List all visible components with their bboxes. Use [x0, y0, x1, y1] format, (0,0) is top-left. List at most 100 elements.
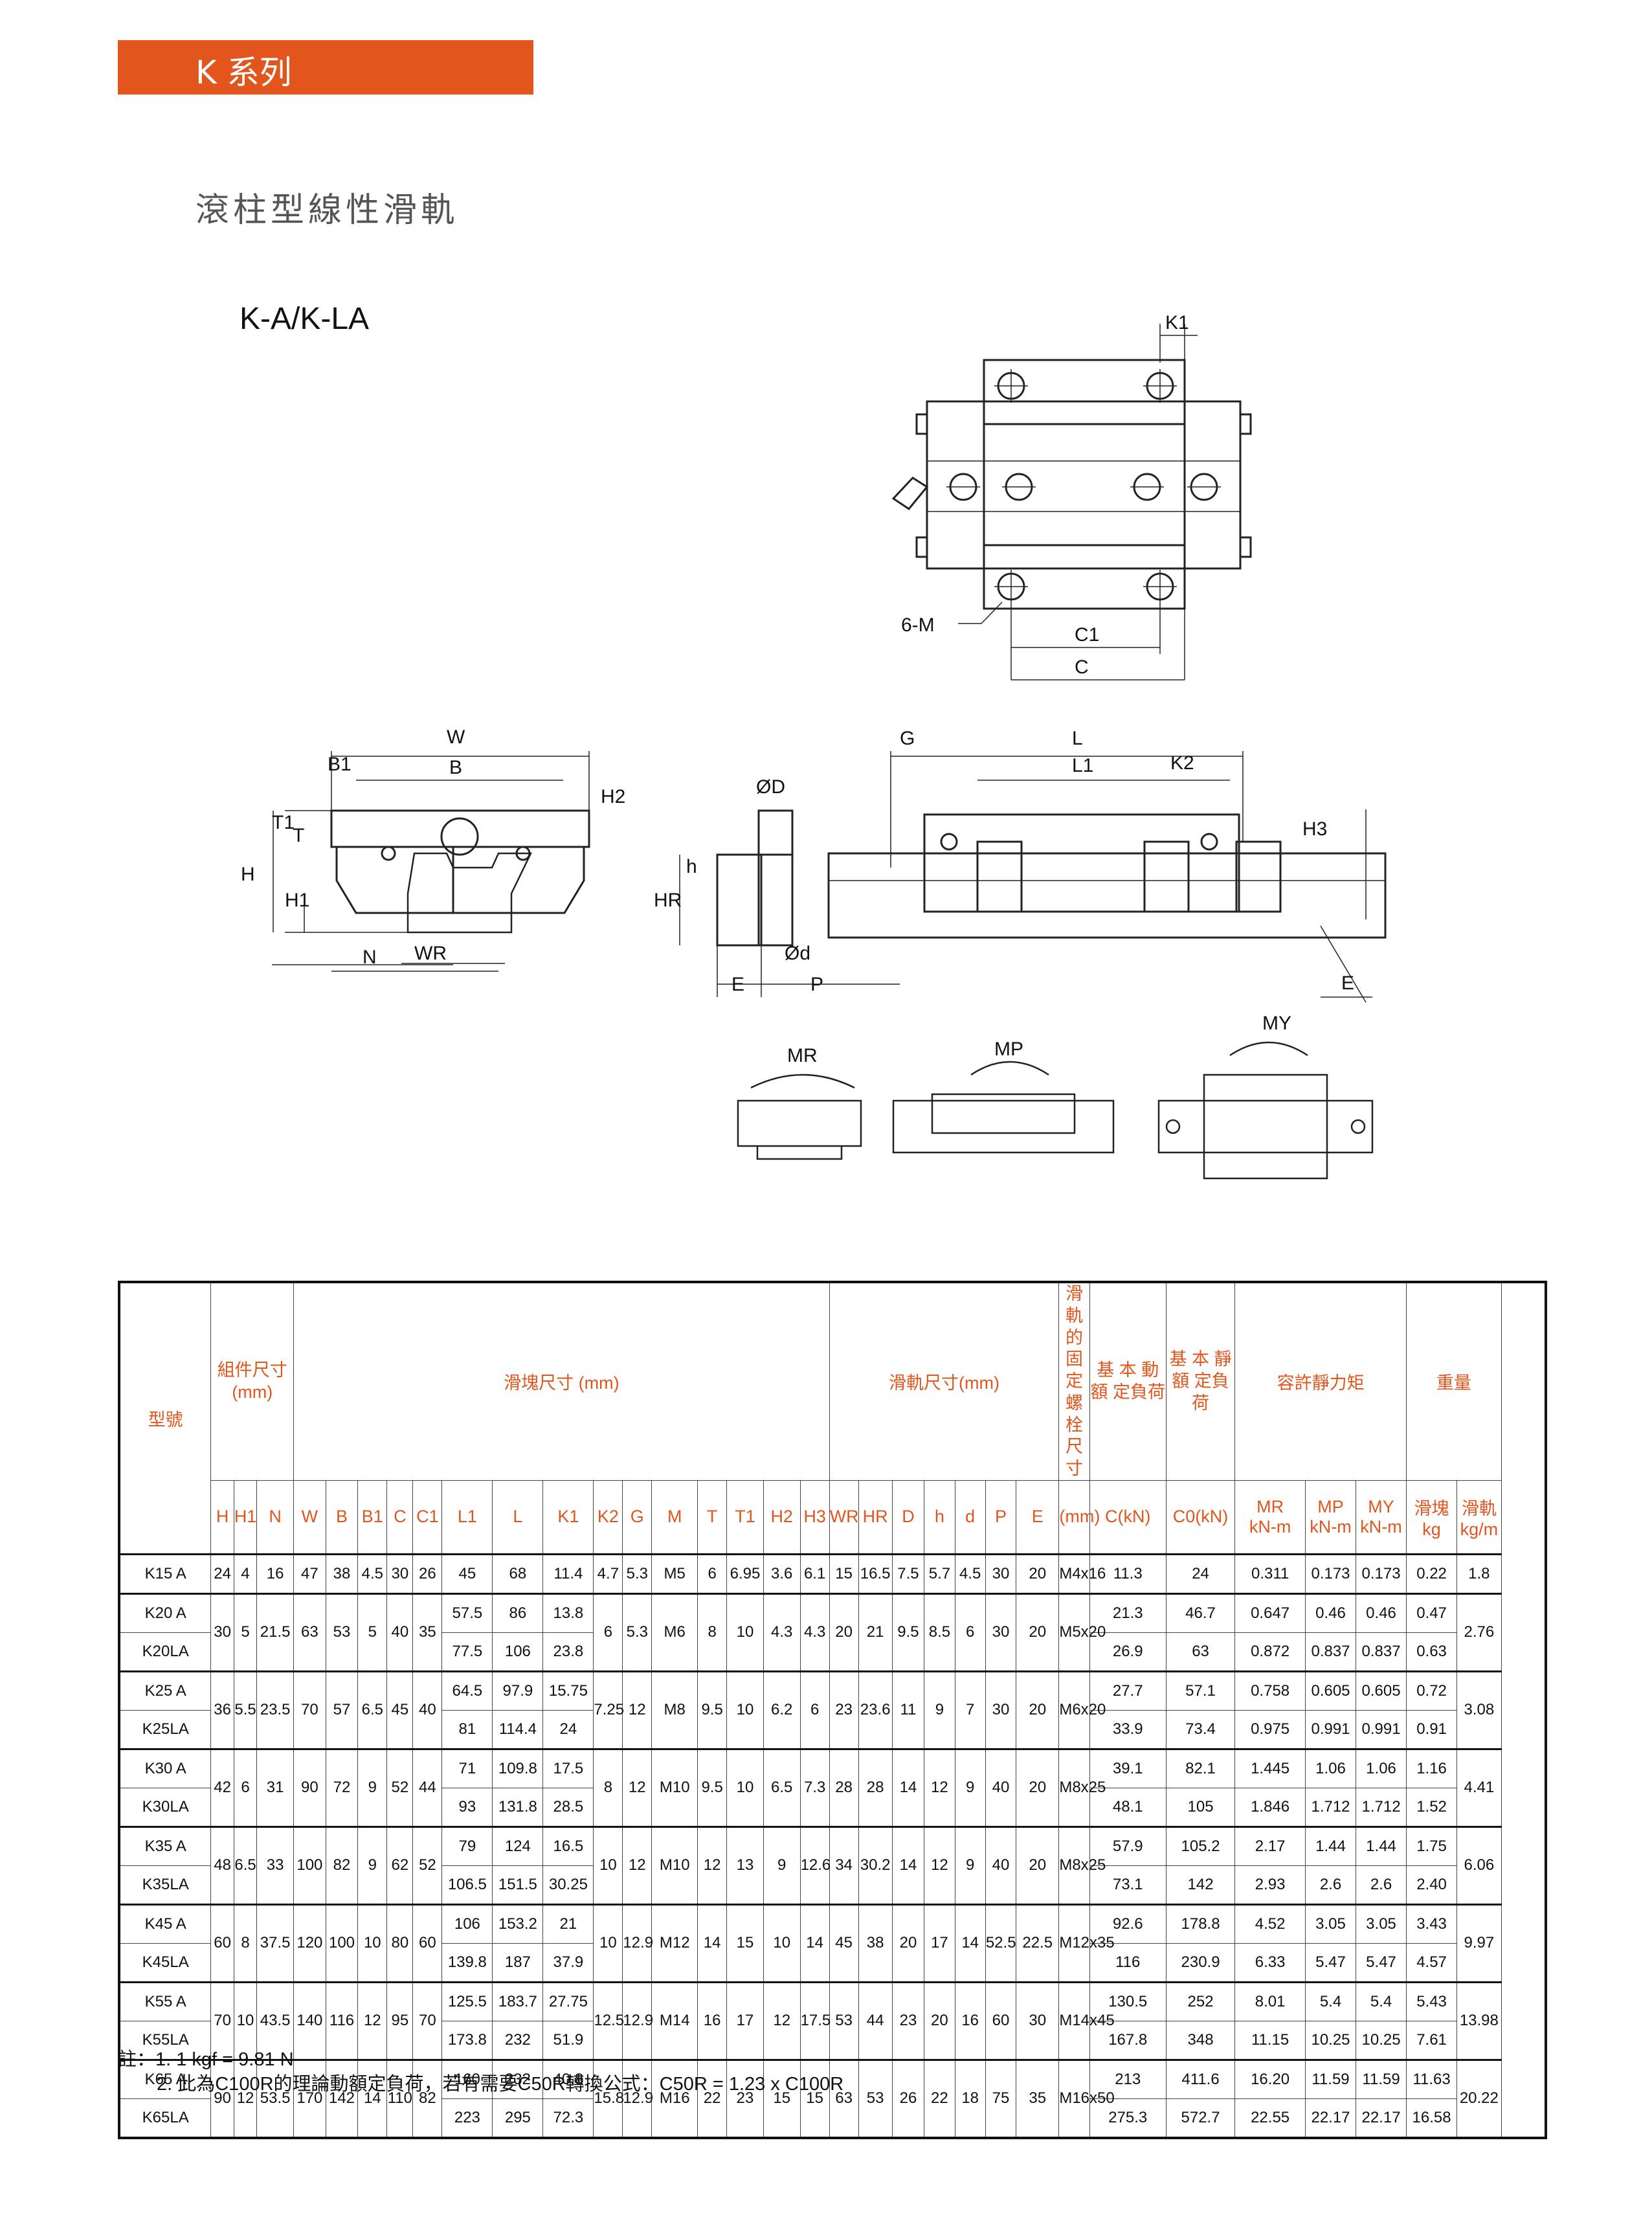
label-my: MY — [1262, 1013, 1291, 1034]
cell-h1: 5.5 — [233, 1670, 258, 1749]
cell-c0: 178.8 — [1165, 1903, 1236, 1944]
cell-l: 68 — [492, 1553, 544, 1594]
cell-model: K65LA — [118, 2098, 212, 2139]
cell-h2: 6.5 — [763, 1748, 801, 1827]
sub-hdr-bolt: (mm) — [1058, 1479, 1100, 1555]
cell-t1: 10 — [726, 1670, 764, 1749]
label-n: N — [363, 947, 377, 968]
cell-h3: 12.6 — [799, 1825, 831, 1905]
sub-hdr-k1: K1 — [542, 1479, 594, 1555]
cell-m: M16 — [651, 2058, 698, 2139]
cell-g: 12 — [622, 1825, 653, 1905]
cell-bolt: M16x50 — [1058, 2058, 1115, 2139]
cell-c1: 26 — [412, 1553, 443, 1594]
cell-my: 0.605 — [1356, 1670, 1407, 1711]
sub-hdr-t: T — [697, 1479, 728, 1555]
cell-c0: 230.9 — [1165, 1942, 1236, 1983]
cell-h1: 6.5 — [233, 1825, 258, 1905]
cell-t1: 10 — [726, 1592, 764, 1672]
cell-h: 24 — [210, 1553, 234, 1594]
cell-c: 39.1 — [1089, 1748, 1166, 1788]
cell-l1: 77.5 — [441, 1632, 493, 1672]
cell-model: K25LA — [118, 1709, 212, 1749]
cell-bolt: M4x16 — [1058, 1553, 1106, 1594]
label-e-rail: E — [731, 974, 744, 995]
cell-l: 183.7 — [492, 1981, 544, 2021]
hdr-moment: 容許靜力矩 — [1234, 1281, 1407, 1481]
cell-c0: 411.6 — [1165, 2058, 1236, 2099]
cell-my: 1.44 — [1356, 1825, 1407, 1866]
cell-e: 22.5 — [1016, 1903, 1060, 1983]
label-e-side: E — [1341, 972, 1354, 994]
cell-mr: 22.55 — [1234, 2098, 1306, 2139]
cell-l: 131.8 — [492, 1787, 544, 1827]
cell-e: 30 — [1016, 1981, 1060, 2060]
cell-my: 1.06 — [1356, 1748, 1407, 1788]
cell-h: 70 — [210, 1981, 234, 2060]
cell-e: 20 — [1016, 1825, 1060, 1905]
cell-h1: 6 — [233, 1748, 258, 1827]
label-h1: H1 — [285, 890, 309, 911]
cell-mp: 3.05 — [1304, 1903, 1357, 1944]
sub-hdr-l1: L1 — [441, 1479, 493, 1555]
cell-wr: 45 — [829, 1903, 859, 1983]
sub-hdr-h: H — [210, 1479, 234, 1555]
cell-bolt: M14x45 — [1058, 1981, 1115, 2060]
label-l1: L1 — [1072, 755, 1093, 776]
cell-hr: 23.6 — [858, 1670, 893, 1749]
cell-c: 110 — [386, 2058, 414, 2139]
cell-m: M5 — [651, 1553, 698, 1594]
cell-n: 43.5 — [256, 1981, 295, 2060]
cell-wr: 63 — [829, 2058, 859, 2139]
cell-mp: 0.991 — [1304, 1709, 1357, 1749]
cell-k1: 24 — [542, 1709, 594, 1749]
cell-w: 70 — [293, 1670, 326, 1749]
cell-c: 95 — [386, 1981, 414, 2060]
cell-l1: 160 — [441, 2058, 493, 2099]
cell-l: 109.8 — [492, 1748, 544, 1788]
cell-mr: 11.15 — [1234, 2020, 1306, 2060]
cell-kg: 3.43 — [1406, 1903, 1458, 1944]
sub-hdr-c: C — [386, 1479, 414, 1555]
label-l: L — [1072, 728, 1083, 749]
cell-l1: 64.5 — [441, 1670, 493, 1711]
cell-rail-kgm: 2.76 — [1457, 1592, 1502, 1672]
cell-my: 0.173 — [1356, 1553, 1407, 1594]
cell-k2: 6 — [593, 1592, 623, 1672]
cell-t1: 23 — [726, 2058, 764, 2139]
cell-h: 22 — [924, 2058, 955, 2139]
cell-t: 6 — [697, 1553, 728, 1594]
cell-d: 6 — [954, 1592, 986, 1672]
cell-kg: 0.47 — [1406, 1592, 1458, 1633]
hdr-model: 型號 — [118, 1281, 212, 1555]
moment-name: MY — [1368, 1496, 1394, 1516]
cell-h: 48 — [210, 1825, 234, 1905]
cell-kg: 0.72 — [1406, 1670, 1458, 1711]
cell-mp: 10.25 — [1304, 2020, 1357, 2060]
cell-d: 14 — [954, 1903, 986, 1983]
cell-k2: 15.8 — [593, 2058, 624, 2139]
moment-name: MP — [1317, 1496, 1344, 1516]
cell-m: M14 — [651, 1981, 698, 2060]
cell-n: 37.5 — [256, 1903, 295, 1983]
cell-l1: 79 — [441, 1825, 493, 1866]
cell-rail-kgm: 9.97 — [1457, 1903, 1502, 1983]
cell-h3: 15 — [799, 2058, 830, 2139]
cell-l: 124 — [492, 1825, 544, 1866]
moment-unit: kN-m — [1310, 1516, 1352, 1536]
cell-kg: 11.63 — [1406, 2058, 1458, 2099]
cell-mr: 0.311 — [1234, 1553, 1306, 1594]
cell-b: 116 — [325, 1981, 359, 2060]
cell-p: 30 — [985, 1670, 1017, 1749]
cell-c: 80 — [386, 1903, 414, 1983]
cell-b: 57 — [325, 1670, 359, 1749]
cell-p: 30 — [985, 1592, 1017, 1672]
cell-c0: 24 — [1165, 1553, 1236, 1594]
cell-c: 167.8 — [1089, 2020, 1166, 2060]
cell-d: 18 — [954, 2058, 986, 2139]
cell-l1: 139.8 — [441, 1942, 493, 1983]
